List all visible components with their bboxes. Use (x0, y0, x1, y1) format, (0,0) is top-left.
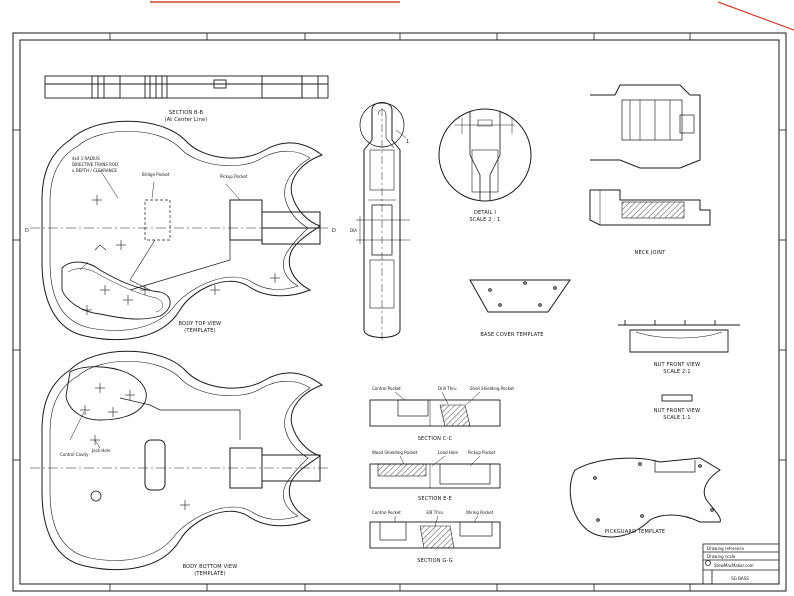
control-cavity-bottom (65, 366, 147, 421)
body-top-subtitle: (TEMPLATE) (184, 328, 216, 334)
cc-label-mid: Drill Thru (438, 386, 457, 391)
title-block-line1: Drawing reference (707, 546, 745, 551)
body-bottom-leaders (69, 411, 101, 449)
red-corner-rule (717, 1, 794, 31)
detail-i-scale: SCALE 2 : 1 (469, 217, 500, 223)
neck-side-section (356, 102, 410, 340)
nut-front-scale: SCALE 2:1 (663, 369, 690, 375)
nut-front-title: NUT FRONT VIEW (654, 362, 701, 368)
body-top-outline (41, 120, 324, 341)
dim-dia-label: DIA (350, 228, 357, 233)
section-bb-title: SECTION B-B (169, 110, 204, 116)
nut-front-view (618, 320, 740, 402)
title-block-line2: Drawing scale (707, 554, 736, 559)
pickguard-title: PICKGUARD TEMPLATE (605, 529, 665, 535)
section-marker-right: D (332, 228, 336, 234)
callout-depth: x DEPTH / CLEARANCE (72, 168, 117, 173)
cc-label-right: Shell Shielding Pocket (470, 386, 514, 391)
title-block-website: StewMacMaker.com (714, 563, 754, 568)
section-ee-title: SECTION E-E (418, 496, 452, 502)
section-ee-view (369, 455, 501, 489)
neck-joint-view (589, 84, 711, 226)
ee-label-mid: Lead Hole (438, 450, 458, 455)
body-bottom-outline (41, 350, 324, 571)
body-bottom-inner-outline (49, 361, 311, 561)
section-gg-view (369, 515, 501, 549)
base-cover-template (469, 279, 571, 313)
nut-front-scale-2: SCALE 1:1 (663, 415, 690, 421)
nut-front-title-2: NUT FRONT VIEW (654, 408, 701, 414)
section-cc-title: SECTION C-C (418, 436, 453, 442)
body-bottom-title: BODY BOTTOM VIEW (183, 564, 238, 570)
gg-label-right: Wiring Pocket (466, 510, 494, 515)
section-bb-subtitle: (At Center Line) (165, 117, 208, 123)
detail-marker-label: 1 (406, 139, 409, 145)
callout-bridge-pocket: Bridge Pocket (142, 172, 170, 177)
title-block (702, 543, 780, 585)
ee-label-right: Pickup Pocket (468, 450, 496, 455)
callout-radius: 4x4 1 RADIUS (72, 156, 100, 161)
sheet-border (12, 1, 794, 592)
body-top-title: BODY TOP VIEW (179, 321, 222, 327)
pickguard-template (569, 457, 721, 538)
neck-joint-title: NECK JOINT (635, 250, 667, 256)
section-marker-left: D (25, 228, 29, 234)
callout-jack-hole: Jack Hole (91, 448, 111, 453)
body-bottom-subtitle: (TEMPLATE) (194, 571, 226, 577)
base-cover-title: BASE COVER TEMPLATE (480, 332, 543, 338)
detail-i-view (438, 108, 532, 202)
logo-icon (705, 560, 711, 566)
control-cavity-top (61, 261, 171, 320)
gg-label-mid: 3/8 Thru (426, 510, 443, 515)
section-cc-view (369, 391, 501, 427)
section-bb-profile (44, 75, 329, 99)
section-gg-title: SECTION G-G (417, 558, 453, 564)
body-bottom-view (30, 350, 330, 571)
callout-trans-rod: DIRECTIVE TRANS ROD (72, 162, 118, 167)
zone-ticks (13, 33, 786, 591)
gg-label-left: Control Pocket (372, 510, 401, 515)
body-top-view (30, 120, 330, 341)
callout-control-cavity: Control Cavity (60, 452, 89, 457)
detail-i-title: DETAIL I (474, 210, 496, 216)
title-block-sheet: SG BASS (731, 576, 749, 581)
body-top-crosshairs (82, 195, 280, 315)
ee-label-left: Wood Shielding Pocket (372, 450, 418, 455)
cc-label-left: Control Pocket (372, 386, 401, 391)
body-top-leaders (79, 169, 241, 271)
callout-pickup-pocket: Pickup Pocket (220, 174, 248, 179)
